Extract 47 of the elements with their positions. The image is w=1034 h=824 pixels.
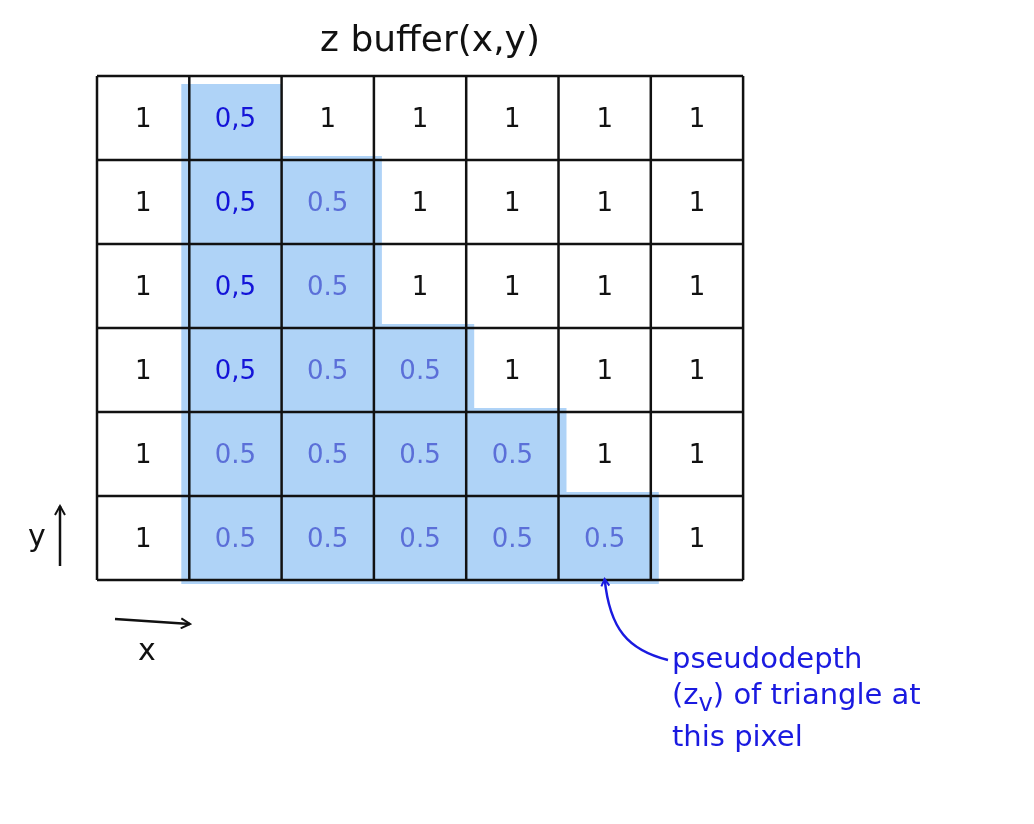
cell-value: 0,5 bbox=[214, 271, 257, 301]
cell-value: 1 bbox=[504, 271, 521, 301]
cell-value: 1 bbox=[688, 271, 706, 301]
title: z buffer(x,y) bbox=[319, 18, 541, 59]
cell-value: 1 bbox=[596, 439, 613, 469]
cell-value: 1 bbox=[596, 355, 613, 385]
cell-value: 0.5 bbox=[307, 355, 349, 385]
cell-value: 0.5 bbox=[491, 523, 533, 553]
cell-value: 0.5 bbox=[307, 523, 349, 553]
cell-value: 1 bbox=[134, 187, 152, 217]
cell-value: 1 bbox=[596, 271, 613, 301]
cell-value: 0.5 bbox=[491, 439, 533, 469]
cell-value: 1 bbox=[134, 355, 152, 385]
cell-value: 1 bbox=[134, 523, 152, 553]
cell-value: 0.5 bbox=[399, 439, 441, 469]
cell-value: 0,5 bbox=[214, 187, 257, 217]
axis-label: y bbox=[28, 518, 46, 553]
cell-value: 1 bbox=[134, 271, 152, 301]
cell-value: 1 bbox=[504, 355, 521, 385]
cell-value: 1 bbox=[411, 187, 429, 217]
cell-value: 1 bbox=[319, 103, 336, 133]
cell-value: 0.5 bbox=[214, 523, 257, 553]
leader-line bbox=[600, 578, 669, 662]
cell-value: 1 bbox=[134, 439, 152, 469]
cell-value: 1 bbox=[504, 187, 521, 217]
cell-value: 1 bbox=[688, 523, 706, 553]
cell-value: 1 bbox=[688, 355, 706, 385]
cell-value: 0.5 bbox=[399, 355, 441, 385]
cell-value: 1 bbox=[411, 271, 429, 301]
cell-value: 0.5 bbox=[214, 439, 257, 469]
cell-value: 1 bbox=[688, 187, 706, 217]
cell-value: 1 bbox=[596, 187, 613, 217]
cell-value: 0.5 bbox=[307, 187, 349, 217]
cell-value: 0,5 bbox=[214, 355, 257, 385]
cell-value: 0.5 bbox=[307, 271, 349, 301]
cell-value: 1 bbox=[596, 103, 613, 133]
axis-label: x bbox=[138, 632, 156, 667]
cell-value: 1 bbox=[504, 103, 521, 133]
cell-value: 1 bbox=[688, 103, 706, 133]
cell-value: 0.5 bbox=[583, 523, 626, 553]
annotation-text: pseudodepth (z$_{v}$) of triangle at this pixel bbox=[672, 640, 922, 755]
cell-value: 0.5 bbox=[307, 439, 349, 469]
cell-value: 1 bbox=[688, 439, 706, 469]
cell-value: 0.5 bbox=[399, 523, 441, 553]
cell-value: 1 bbox=[411, 103, 429, 133]
cell-value: 1 bbox=[134, 103, 152, 133]
cell-value: 0,5 bbox=[214, 103, 257, 133]
